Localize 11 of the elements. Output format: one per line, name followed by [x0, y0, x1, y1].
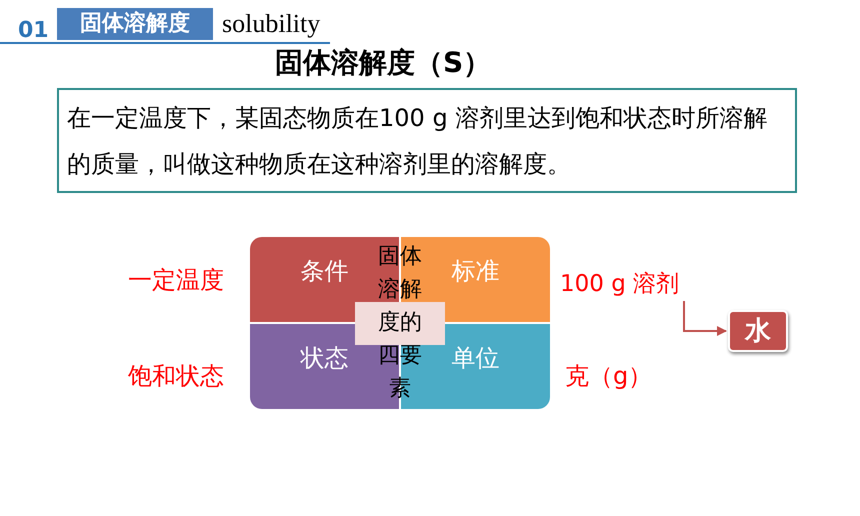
- definition-box: 在一定温度下，某固态物质在100 g 溶剂里达到饱和状态时所溶解的质量，叫做这种物质在这种溶剂里的溶解度。: [57, 88, 797, 193]
- arrow: [683, 301, 727, 336]
- title: 固体溶解度（S）: [275, 45, 492, 81]
- section-number: 01: [18, 18, 49, 43]
- condition-label: 一定温度: [128, 265, 224, 296]
- edge-label: 100 g 溶剂: [560, 268, 688, 300]
- section-tag: 固体溶解度: [57, 8, 213, 40]
- answer-box: 水: [728, 310, 788, 352]
- unit-label: 克（g）: [565, 361, 652, 392]
- subtitle: solubility: [222, 9, 320, 39]
- condition-label: 饱和状态: [128, 361, 224, 392]
